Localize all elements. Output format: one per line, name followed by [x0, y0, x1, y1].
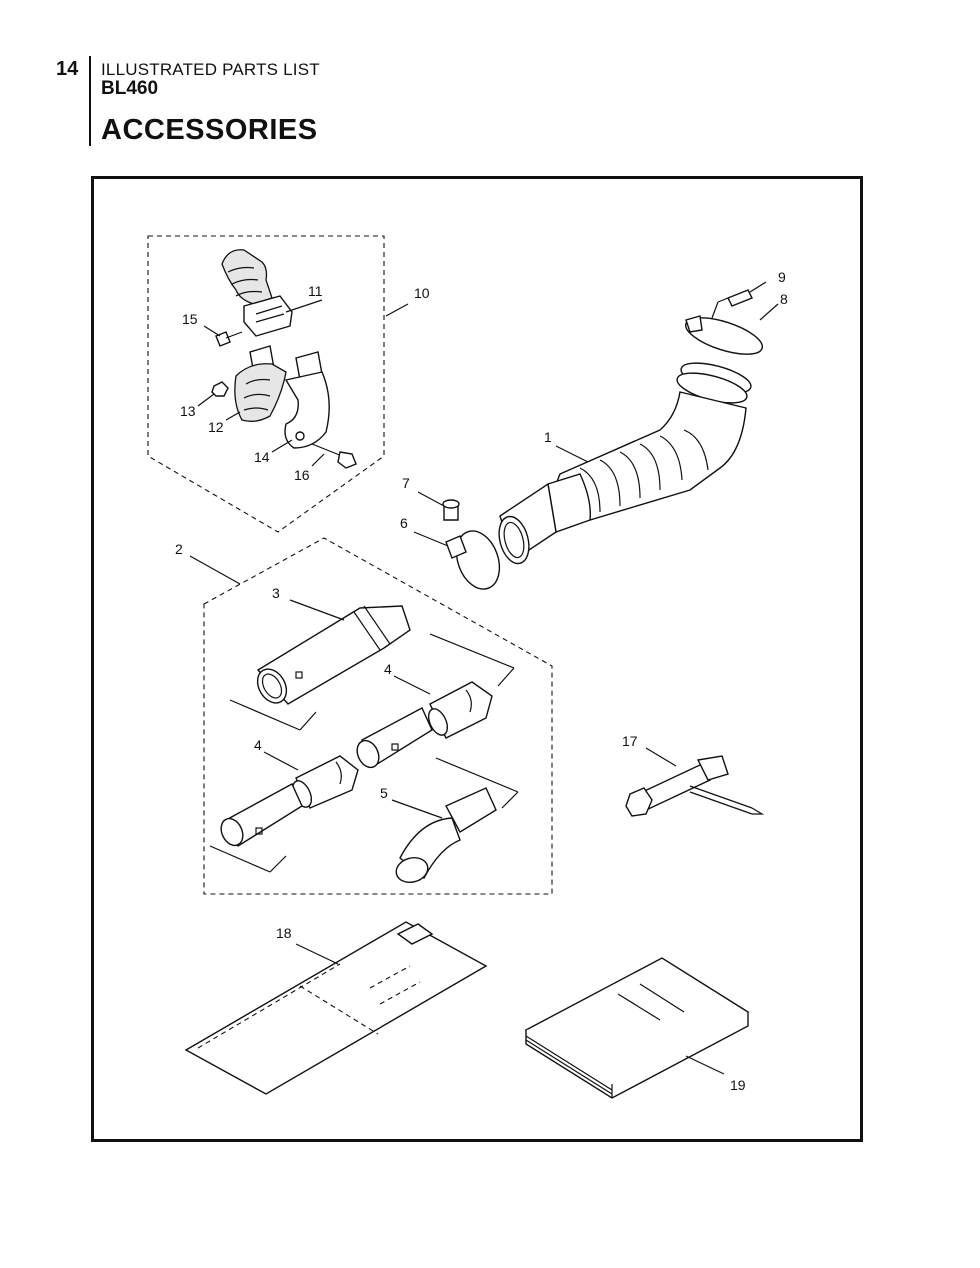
part-6-hose-clamp: [445, 530, 501, 590]
part-4-lower-pipe: [209, 783, 303, 873]
callout-7: 7: [402, 475, 410, 491]
callout-8: 8: [780, 291, 788, 307]
callout-3: 3: [272, 585, 280, 601]
callout-4a: 4: [384, 661, 392, 677]
callout-11: 11: [308, 283, 323, 299]
callout-19: 19: [730, 1077, 746, 1093]
callout-16: 16: [294, 467, 310, 483]
part-12-clamp: [234, 345, 287, 422]
part-14-clamp-band: [284, 351, 330, 449]
callout-2: 2: [175, 541, 183, 557]
leader-lines: [189, 281, 779, 1075]
callout-13: 13: [180, 403, 196, 419]
callout-9: 9: [778, 269, 786, 285]
callout-5: 5: [380, 785, 388, 801]
part-11-handle: [221, 249, 293, 337]
callout-15: 15: [182, 311, 198, 327]
part-7-screw: [442, 499, 460, 521]
page-number: 14: [56, 58, 79, 80]
callout-1: 1: [544, 429, 552, 445]
part-19-manual: [524, 957, 750, 1099]
part-13-nut: [211, 381, 229, 397]
group-2-boundary: [203, 537, 553, 895]
model-name: BL460: [101, 78, 159, 99]
part-4-mid-pipe: [356, 707, 433, 769]
callout-18: 18: [276, 925, 292, 941]
section-title: ACCESSORIES: [101, 114, 318, 146]
part-18-envelope: [184, 921, 488, 1095]
part-5-elbow: [395, 757, 519, 884]
part-17-wrench: [625, 755, 765, 817]
part-9-screw: [711, 289, 753, 319]
header-divider: [89, 56, 91, 146]
callout-14: 14: [254, 449, 270, 465]
part-8-clamp-ring: [685, 315, 763, 355]
callout-4b: 4: [254, 737, 262, 753]
part-1-flex-pipe: [498, 362, 752, 565]
document-type: ILLUSTRATED PARTS LIST: [101, 60, 320, 79]
callout-10: 10: [414, 285, 430, 301]
part-16-bolt: [311, 443, 357, 469]
callout-12: 12: [208, 419, 224, 435]
part-4-upper-nozzle: [427, 633, 515, 739]
part-3-pipe: [229, 605, 411, 731]
part-15-screw: [215, 331, 243, 347]
callout-17: 17: [622, 733, 638, 749]
callout-6: 6: [400, 515, 408, 531]
diagram-frame: [91, 176, 863, 1142]
